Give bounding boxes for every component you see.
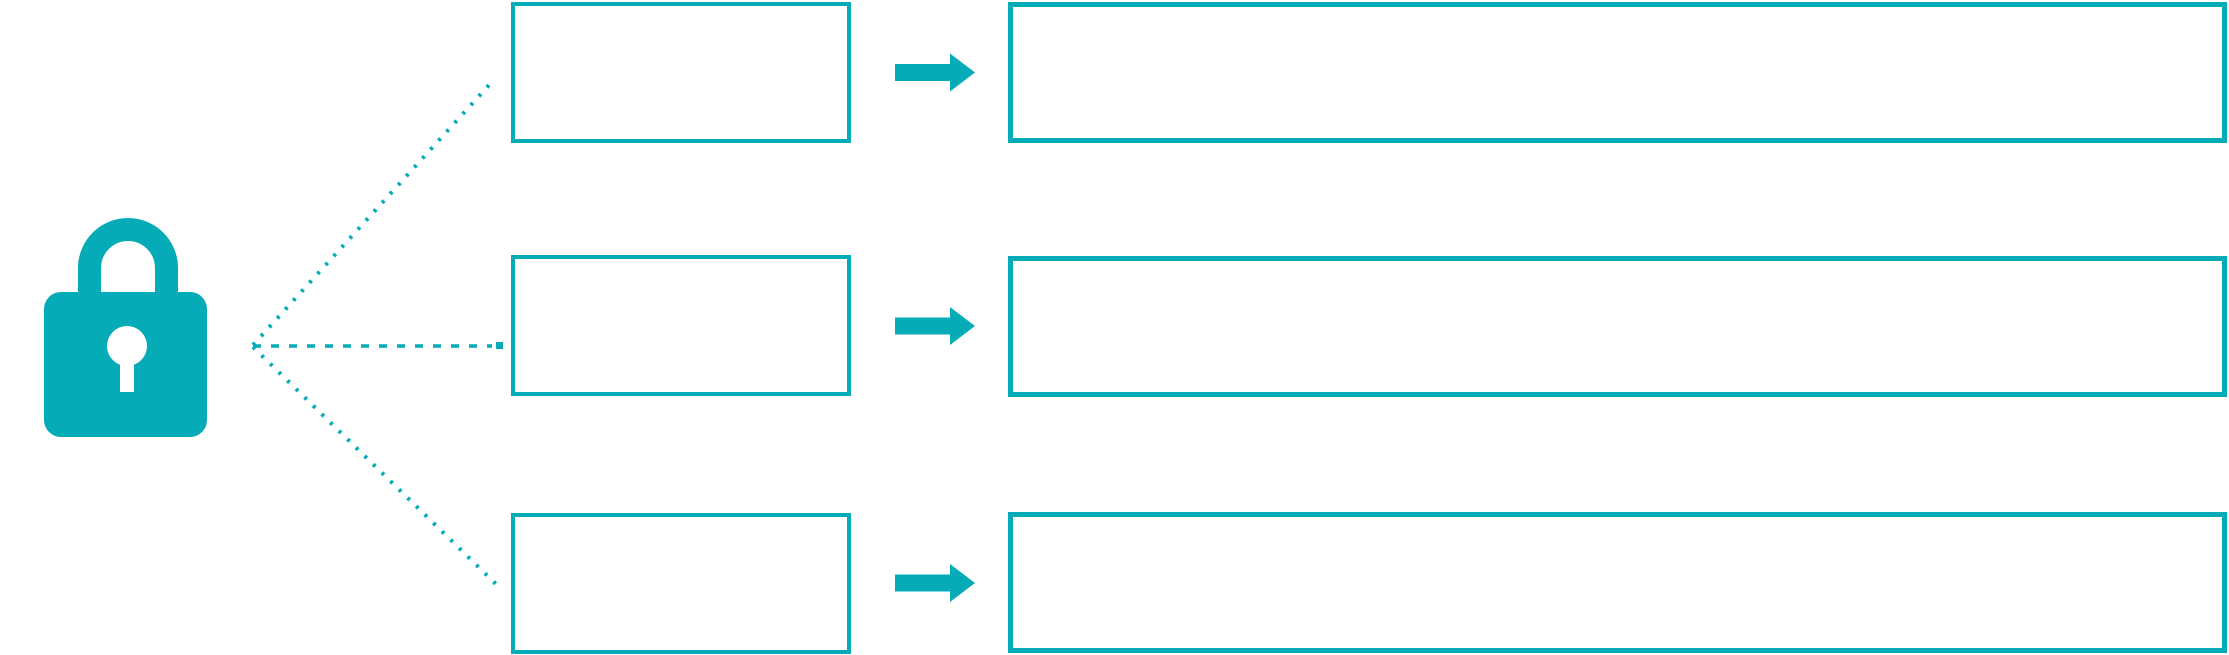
connector-line-bottom [251, 345, 502, 590]
item-box-3 [511, 513, 851, 654]
lock-icon [44, 218, 207, 437]
arrow-right-icon [895, 307, 975, 345]
connector-lines [251, 82, 503, 590]
arrow-right-icon [895, 564, 975, 602]
arrow-right-icon [895, 53, 975, 92]
connector-line-top [251, 82, 492, 347]
item-box-2 [511, 255, 851, 396]
description-box-1 [1008, 2, 2227, 143]
item-box-1 [511, 2, 851, 143]
connector-middle-end-dot [496, 342, 503, 349]
description-box-3 [1008, 512, 2227, 653]
description-box-2 [1008, 256, 2227, 397]
